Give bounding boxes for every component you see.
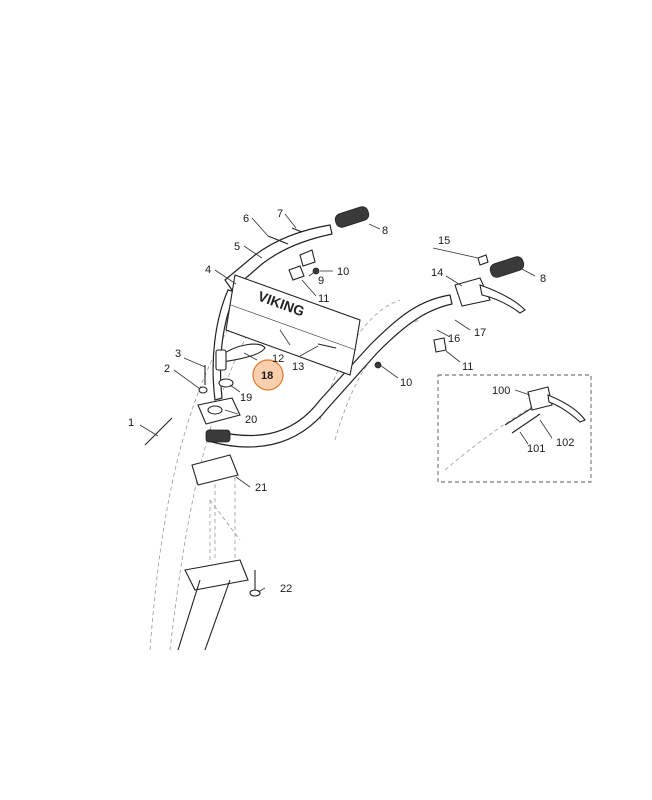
handle-column <box>177 470 249 651</box>
inset-detail-box <box>437 374 592 483</box>
brace-plate: VIKING <box>225 274 361 376</box>
callout-7[interactable]: 7 <box>277 208 283 220</box>
callout-1[interactable]: 1 <box>128 417 134 429</box>
callout-10-upper[interactable]: 10 <box>337 266 349 278</box>
callout-11-lower[interactable]: 11 <box>462 361 473 373</box>
callout-10-lower[interactable]: 10 <box>400 377 412 389</box>
callout-12[interactable]: 12 <box>272 353 284 365</box>
callout-16[interactable]: 16 <box>448 333 460 345</box>
callout-8-right[interactable]: 8 <box>540 273 546 285</box>
grips <box>334 206 525 278</box>
callout-100[interactable]: 100 <box>492 385 510 397</box>
callout-labels: 1 2 3 4 5 6 7 8 8 9 10 10 11 11 12 13 14… <box>128 208 574 595</box>
callout-15[interactable]: 15 <box>438 235 450 247</box>
callout-22[interactable]: 22 <box>280 583 292 595</box>
callout-14[interactable]: 14 <box>431 267 443 279</box>
callout-19[interactable]: 19 <box>240 392 252 404</box>
callout-17[interactable]: 17 <box>474 327 486 339</box>
ghost-outlines <box>149 299 421 651</box>
callout-21[interactable]: 21 <box>255 482 267 494</box>
callout-8-left[interactable]: 8 <box>382 225 388 237</box>
callout-9[interactable]: 9 <box>318 275 324 287</box>
callout-18[interactable]: 18 <box>261 370 273 382</box>
leader-lines <box>139 213 553 593</box>
callout-13[interactable]: 13 <box>292 361 304 373</box>
callout-102[interactable]: 102 <box>556 437 574 449</box>
callout-101[interactable]: 101 <box>527 443 545 455</box>
callout-20[interactable]: 20 <box>245 414 257 426</box>
callout-3[interactable]: 3 <box>175 348 181 360</box>
callout-5[interactable]: 5 <box>234 241 240 253</box>
callout-2[interactable]: 2 <box>164 363 170 375</box>
control-lever <box>454 277 526 314</box>
callout-11-upper[interactable]: 11 <box>318 293 329 305</box>
callout-4[interactable]: 4 <box>205 264 211 276</box>
callout-6[interactable]: 6 <box>243 213 249 225</box>
highlight-circle-18 <box>252 359 284 391</box>
clamp-parts <box>191 397 241 486</box>
right-grip <box>489 256 525 278</box>
left-grip <box>334 206 370 228</box>
